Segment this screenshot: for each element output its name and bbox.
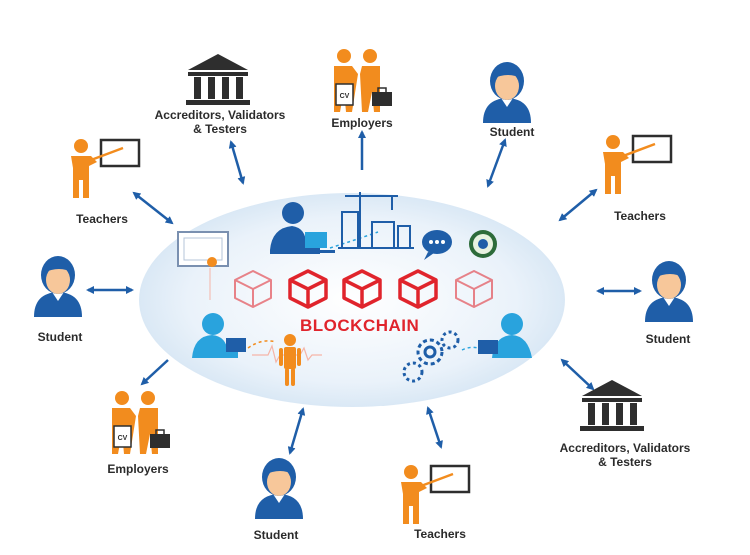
- certificate-icon: [177, 231, 229, 300]
- arrow-student-bottom: [287, 407, 306, 455]
- node-icons: CV CV: [34, 49, 693, 524]
- student-icon: [645, 261, 693, 322]
- person-laptop-left-icon: [192, 313, 246, 358]
- teacher-icon: [603, 134, 673, 194]
- block-cube: [288, 269, 328, 309]
- cv-badge-text: CV: [340, 93, 350, 100]
- blockchain-ellipse: [139, 193, 565, 407]
- student-icon: [483, 62, 531, 123]
- block-cube: [342, 269, 382, 309]
- student-icon: [255, 458, 303, 519]
- teacher-icon: [401, 464, 471, 524]
- bank-icon: [580, 380, 644, 431]
- blockchain-title: BLOCKCHAIN: [300, 316, 420, 335]
- chat-bubble-icon: [422, 230, 452, 260]
- label-teachers-right: Teachers: [614, 209, 666, 223]
- factory-crane-icon: [338, 192, 414, 249]
- arrow-teachers-bottom: [426, 406, 443, 449]
- teacher-icon: [71, 138, 141, 198]
- label-teachers-bottom: Teachers: [414, 527, 466, 541]
- dashed-link-right: [461, 346, 479, 351]
- dashed-link-left: [247, 340, 277, 349]
- arrow-teachers-right: [558, 188, 598, 222]
- digital-badge-icon: [469, 230, 497, 258]
- label-student-right: Student: [645, 332, 691, 346]
- arrow-employers-bottom: [140, 359, 169, 386]
- arrow-accreditors-top: [228, 140, 246, 185]
- label-accreditors-bottom: Accreditors, Validators & Testers: [559, 441, 691, 469]
- person-laptop-right-icon: [478, 313, 532, 358]
- block-cube: [234, 270, 272, 308]
- label-accreditors-top: Accreditors, Validators & Testers: [154, 108, 286, 136]
- connection-arrows: [86, 130, 642, 455]
- label-student-left: Student: [37, 330, 83, 344]
- arrow-student-top-right: [486, 138, 507, 188]
- human-body-icon: [279, 334, 301, 386]
- handshake-icon: CV: [112, 391, 170, 454]
- label-student-bottom: Student: [253, 528, 299, 542]
- label-employers-top: Employers: [331, 116, 393, 130]
- cv-badge-text: CV: [118, 435, 128, 442]
- label-employers-bottom: Employers: [107, 462, 169, 476]
- arrow-accreditors-bottom: [560, 358, 595, 391]
- bank-icon: [186, 54, 250, 105]
- gears-icon: [402, 330, 460, 383]
- dashed-link-top: [329, 231, 379, 249]
- person-laptop-icon: [270, 202, 335, 254]
- handshake-icon: CV: [334, 49, 392, 112]
- block-cube: [455, 270, 493, 308]
- arrow-teachers-left: [132, 191, 174, 225]
- label-student-top-right: Student: [489, 125, 535, 139]
- label-teachers-left: Teachers: [76, 212, 128, 226]
- blockchain-blocks: [234, 269, 493, 309]
- student-icon: [34, 256, 82, 317]
- block-cube: [398, 269, 438, 309]
